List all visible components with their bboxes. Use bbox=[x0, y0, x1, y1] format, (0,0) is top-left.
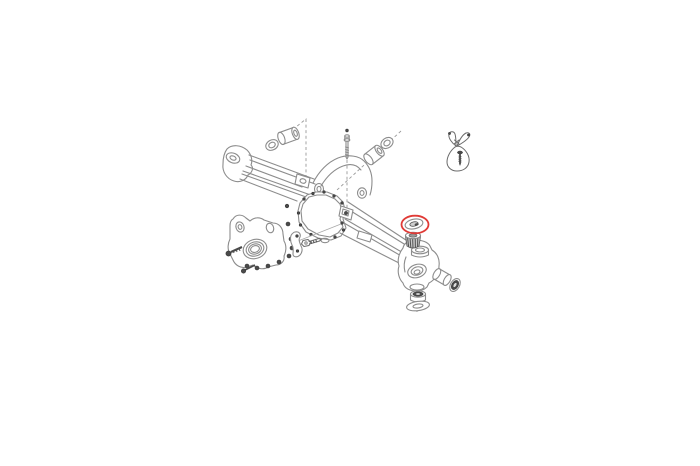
bag-body bbox=[446, 145, 470, 172]
lower-bearing[interactable] bbox=[409, 290, 427, 303]
axle-housing[interactable] bbox=[222, 145, 440, 292]
bolt-landing-bracket bbox=[338, 205, 354, 221]
bracket-bolt[interactable] bbox=[301, 238, 322, 247]
bag-screw-icon bbox=[457, 150, 463, 166]
highlight-ellipse bbox=[400, 214, 430, 235]
differential-gasket-face[interactable] bbox=[296, 190, 347, 244]
carrier-bolt-left[interactable] bbox=[225, 245, 243, 257]
left-yoke-end[interactable] bbox=[222, 145, 253, 183]
steering-knuckle[interactable] bbox=[397, 239, 440, 292]
arm-bushing-right[interactable] bbox=[362, 144, 386, 167]
differential-carrier[interactable] bbox=[225, 214, 342, 274]
seal-washer[interactable] bbox=[404, 217, 424, 230]
arm-bushing-left[interactable] bbox=[276, 126, 300, 146]
center-tower bbox=[312, 155, 373, 199]
arm-washer-left[interactable] bbox=[264, 138, 280, 153]
right-arm-beam bbox=[339, 201, 413, 264]
carrier-bracket-bolt[interactable] bbox=[289, 231, 322, 258]
mount-bolt[interactable] bbox=[343, 128, 351, 160]
thrust-washer[interactable] bbox=[406, 300, 430, 312]
carrier-bolt-bottom[interactable] bbox=[241, 264, 256, 274]
beam-plate bbox=[356, 230, 373, 243]
knuckle-bushing-cap[interactable] bbox=[431, 267, 462, 293]
bag-ribbon-bow bbox=[448, 131, 471, 147]
bushing-mount-bracket bbox=[294, 173, 311, 189]
arm-washer-right[interactable] bbox=[379, 135, 395, 151]
kingpin-bearing-upper[interactable] bbox=[404, 231, 422, 249]
hardware-bag[interactable] bbox=[446, 131, 471, 172]
